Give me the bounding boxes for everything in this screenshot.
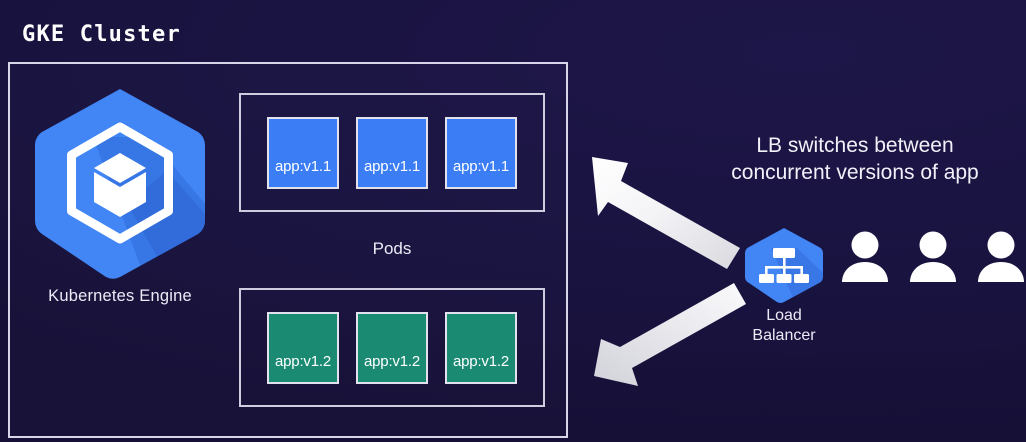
arrow-lb-to-v1-2 [594, 283, 746, 386]
pod-item[interactable]: app:v1.1 [267, 116, 339, 189]
kubernetes-engine-node: Kubernetes Engine [24, 85, 216, 306]
load-balancer-label-line2: Balancer [752, 327, 816, 344]
pod-item[interactable]: app:v1.1 [445, 116, 517, 189]
pods-label: Pods [372, 239, 412, 258]
page-title: GKE Cluster [22, 22, 181, 47]
user-icon [910, 231, 956, 282]
pod-item[interactable]: app:v1.1 [356, 116, 428, 189]
users-group [840, 230, 1026, 282]
user-icon [842, 231, 888, 282]
load-balancer-label-line1: Load [766, 307, 802, 324]
load-balancer-hexagon-icon [741, 226, 827, 304]
load-balancer-label: Load Balancer [728, 306, 840, 346]
pod-item[interactable]: app:v1.2 [356, 311, 428, 384]
kubernetes-engine-hexagon-icon [31, 85, 209, 281]
lb-caption-line2: concurrent versions of app [731, 161, 979, 184]
user-icon [978, 231, 1024, 282]
pod-group-v1-2: app:v1.2 app:v1.2 app:v1.2 [239, 288, 545, 407]
pod-item[interactable]: app:v1.2 [267, 311, 339, 384]
pod-item[interactable]: app:v1.2 [445, 311, 517, 384]
lb-caption-line1: LB switches between [756, 134, 954, 157]
pod-group-v1-1: app:v1.1 app:v1.1 app:v1.1 [239, 93, 545, 212]
gke-cluster-boundary [8, 62, 568, 438]
lb-caption: LB switches between concurrent versions … [690, 132, 1020, 186]
kubernetes-engine-label: Kubernetes Engine [48, 287, 192, 305]
load-balancer-node: Load Balancer [728, 226, 840, 346]
